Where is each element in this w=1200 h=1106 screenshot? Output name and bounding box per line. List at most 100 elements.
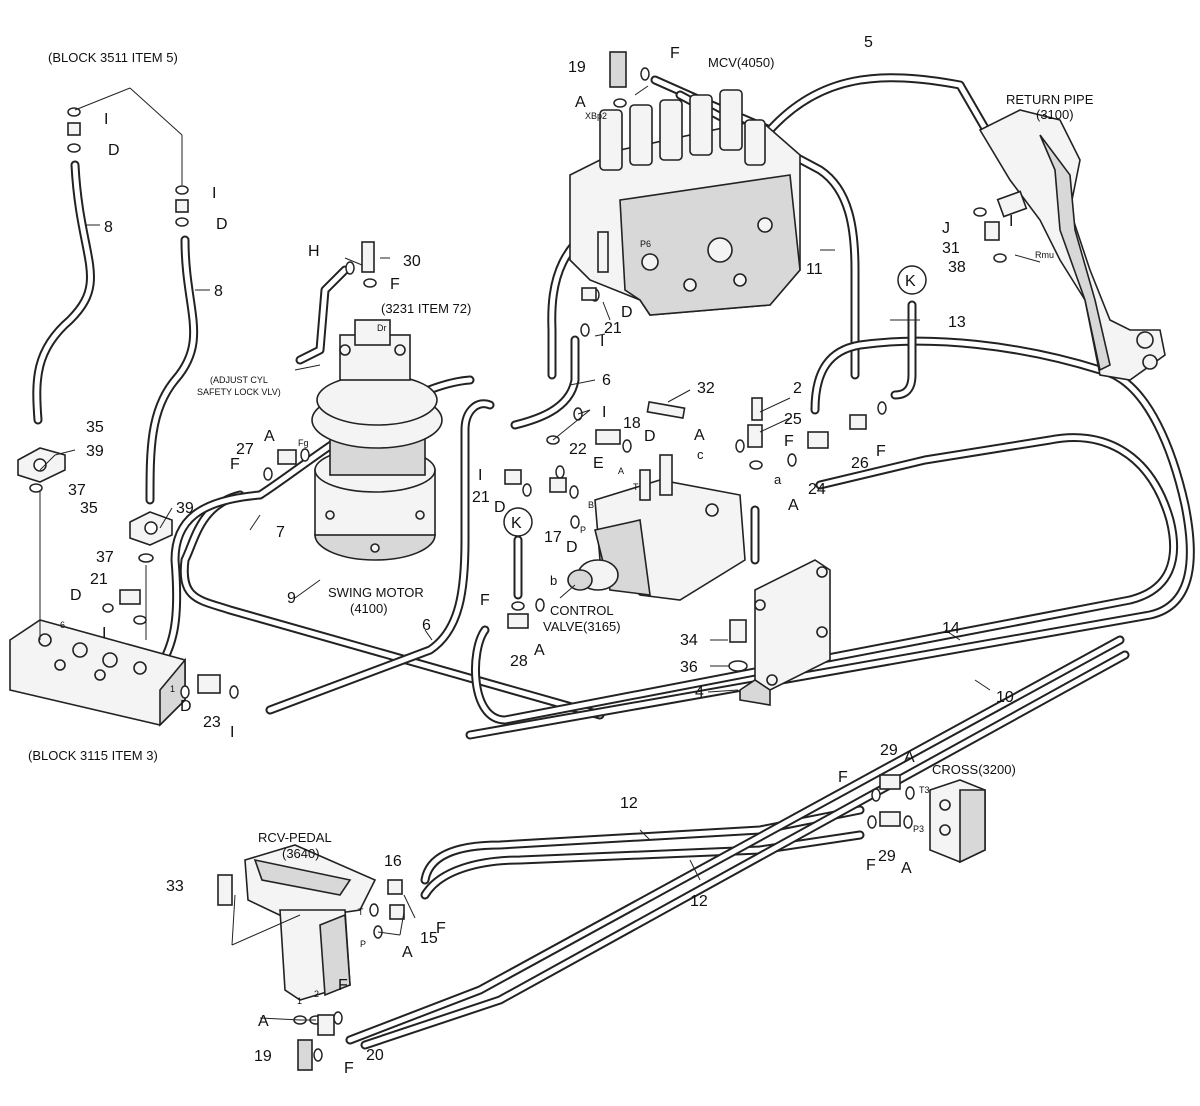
swing-motor (311, 319, 443, 561)
letter-f3: F (230, 456, 240, 473)
label-29b: 29 (878, 848, 896, 865)
label-32: 32 (697, 380, 715, 397)
letter-f11: F (344, 1060, 354, 1077)
label-18: 18 (623, 415, 641, 432)
label-12a: 12 (620, 795, 638, 812)
label-21c: 21 (472, 489, 490, 506)
block3511-label: (BLOCK 3511 ITEM 5) (48, 50, 178, 65)
return-pipe-assembly (978, 109, 1166, 381)
label-24: 24 (808, 481, 826, 498)
letter-a1: A (575, 94, 586, 111)
letter-i6: I (102, 625, 106, 642)
letter-a7: A (901, 860, 912, 877)
label-20: 20 (366, 1047, 384, 1064)
label-35b: 35 (80, 500, 98, 517)
port-t3: T3 (919, 785, 930, 795)
label-30: 30 (403, 253, 421, 270)
part-number-labels: 2 4 5 6 6 7 8 8 9 10 11 12 12 13 14 15 1… (68, 34, 1014, 1065)
block3115-label: (BLOCK 3115 ITEM 3) (28, 748, 158, 763)
letter-a5: A (534, 642, 545, 659)
label-2: 2 (793, 380, 802, 397)
letter-a6: A (904, 749, 915, 766)
letter-d6: D (566, 539, 578, 556)
small-fittings (29, 51, 1007, 1071)
label-33: 33 (166, 878, 184, 895)
label-12b: 12 (690, 893, 708, 910)
adjust-label-2: SAFETY LOCK VLV) (197, 387, 281, 397)
letter-i-rp: I (1009, 213, 1013, 230)
label-6a: 6 (602, 372, 611, 389)
port-cv-p: P (580, 525, 586, 535)
adjust-label-1: (ADJUST CYL (210, 375, 268, 385)
letter-d2: D (216, 216, 228, 233)
letter-a9: A (258, 1013, 269, 1030)
label-21b: 21 (604, 320, 622, 337)
letter-i2: I (212, 185, 216, 202)
label-37b: 37 (96, 549, 114, 566)
cross-block (929, 779, 986, 864)
letter-d5: D (494, 499, 506, 516)
port-rcv-2: 2 (314, 989, 319, 999)
letter-d7: D (70, 587, 82, 604)
port-rcv-1: 1 (297, 996, 302, 1006)
control-valve-label-1: CONTROL (550, 603, 614, 618)
letter-i4: I (602, 404, 606, 421)
letter-i7: I (230, 724, 234, 741)
label-16: 16 (384, 853, 402, 870)
swing-motor-number: (4100) (350, 601, 388, 616)
label-31: 31 (942, 240, 960, 257)
label-6b: 6 (422, 617, 431, 634)
callout-k-bottom: K (503, 507, 533, 537)
label-29a: 29 (880, 742, 898, 759)
label-39b: 39 (176, 500, 194, 517)
label-23: 23 (203, 714, 221, 731)
label-22: 22 (569, 441, 587, 458)
hose-8-left (32, 160, 95, 425)
label-4: 4 (695, 684, 704, 701)
port-a: a (774, 472, 782, 487)
port-rcv-p: P (360, 939, 366, 949)
label-10: 10 (996, 689, 1014, 706)
leader-lines (39, 85, 1041, 1021)
letter-i3: I (600, 333, 604, 350)
letter-a2: A (264, 428, 275, 445)
letter-a8: A (402, 944, 413, 961)
port-p3: P3 (913, 824, 924, 834)
label-38: 38 (948, 259, 966, 276)
rcv-pedal-label-1: RCV-PEDAL (258, 830, 332, 845)
port-block-1: 1 (170, 684, 175, 694)
port-b: b (550, 573, 557, 588)
letter-i1: I (104, 111, 108, 128)
item3231-label: (3231 ITEM 72) (381, 301, 471, 316)
port-cv-a: A (618, 466, 624, 476)
callout-k-bottom-text: K (511, 515, 522, 532)
port-p6: P6 (640, 239, 651, 249)
label-21a: 21 (90, 571, 108, 588)
letter-f4: F (784, 433, 794, 450)
label-26: 26 (851, 455, 869, 472)
mcv-label: MCV(4050) (708, 55, 774, 70)
letter-d4: D (644, 428, 656, 445)
letter-f10: F (338, 977, 348, 994)
letter-e1: E (593, 455, 604, 472)
letter-f9: F (436, 920, 446, 937)
port-rcv-t: T (358, 907, 364, 917)
bracket-plate (739, 559, 831, 706)
letter-d1: D (108, 142, 120, 159)
letter-f7: F (838, 769, 848, 786)
label-7: 7 (276, 524, 285, 541)
label-15: 15 (420, 930, 438, 947)
label-8b: 8 (214, 283, 223, 300)
flanges (17, 447, 173, 546)
letter-i5: I (478, 467, 482, 484)
letter-a3: A (694, 427, 705, 444)
return-pipe-number: (3100) (1036, 107, 1074, 122)
port-labels: XBp2 P6 Dr Rmu Fg T3 P3 a b c A B T P T … (60, 111, 1054, 1006)
label-37a: 37 (68, 482, 86, 499)
return-pipe-label: RETURN PIPE (1006, 92, 1094, 107)
letter-h1: H (308, 243, 320, 260)
letter-j1: J (942, 220, 950, 237)
letter-labels: A A A A A A A A A I D D D D D D D D F F … (70, 45, 1013, 1077)
port-cv-t: T (633, 482, 639, 492)
